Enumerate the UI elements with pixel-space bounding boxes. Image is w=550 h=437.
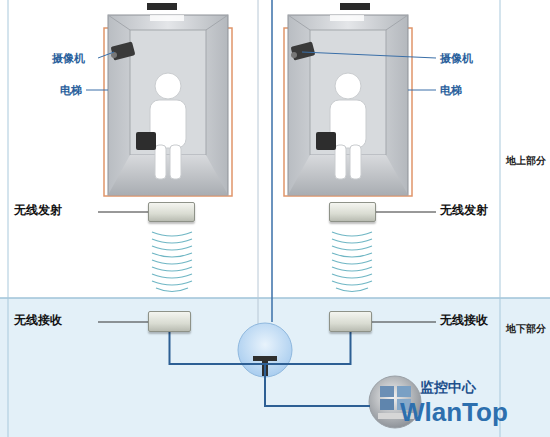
transmitter-panel: 无线发射 [148,202,195,222]
receiver-panel: 无线接收 [148,311,191,332]
radio-waves [152,232,372,292]
receiver-panel: 无线接收 [329,311,372,332]
person-figure [316,73,366,179]
network-cable [265,332,370,406]
frame-line [8,0,9,437]
node-text: WlanTop [400,398,508,427]
part-label: 摄像机 [52,51,85,66]
camera-symbol [291,41,316,60]
network-switch [238,323,292,377]
part-label: 电梯 [440,83,462,98]
node-text: 无线接收 [14,314,62,327]
monitoring-center: 监控中心 WlanTop [370,376,508,432]
ground-line [0,297,550,299]
camera-symbol [111,41,136,60]
node-text: 监控中心 [420,380,476,395]
node-text: 无线接收 [440,314,488,327]
zone-label: 地下部分 [506,322,546,336]
leader-line [98,212,436,322]
person-figure [136,73,186,179]
frame-line [500,0,501,437]
underground-band [0,298,550,437]
part-label: 摄像机 [440,51,473,66]
part-label: 电梯 [60,83,82,98]
shaft-line [271,0,273,322]
elevator-car [104,3,232,196]
transmitter-panel: 无线发射 [329,202,376,222]
node-text: 无线发射 [14,204,62,217]
network-cable [170,332,371,406]
leader-line [86,52,436,90]
node-text: 无线发射 [440,204,488,217]
shaft-line [258,0,259,330]
zone-label: 地上部分 [506,154,546,168]
elevator-car [284,3,412,196]
